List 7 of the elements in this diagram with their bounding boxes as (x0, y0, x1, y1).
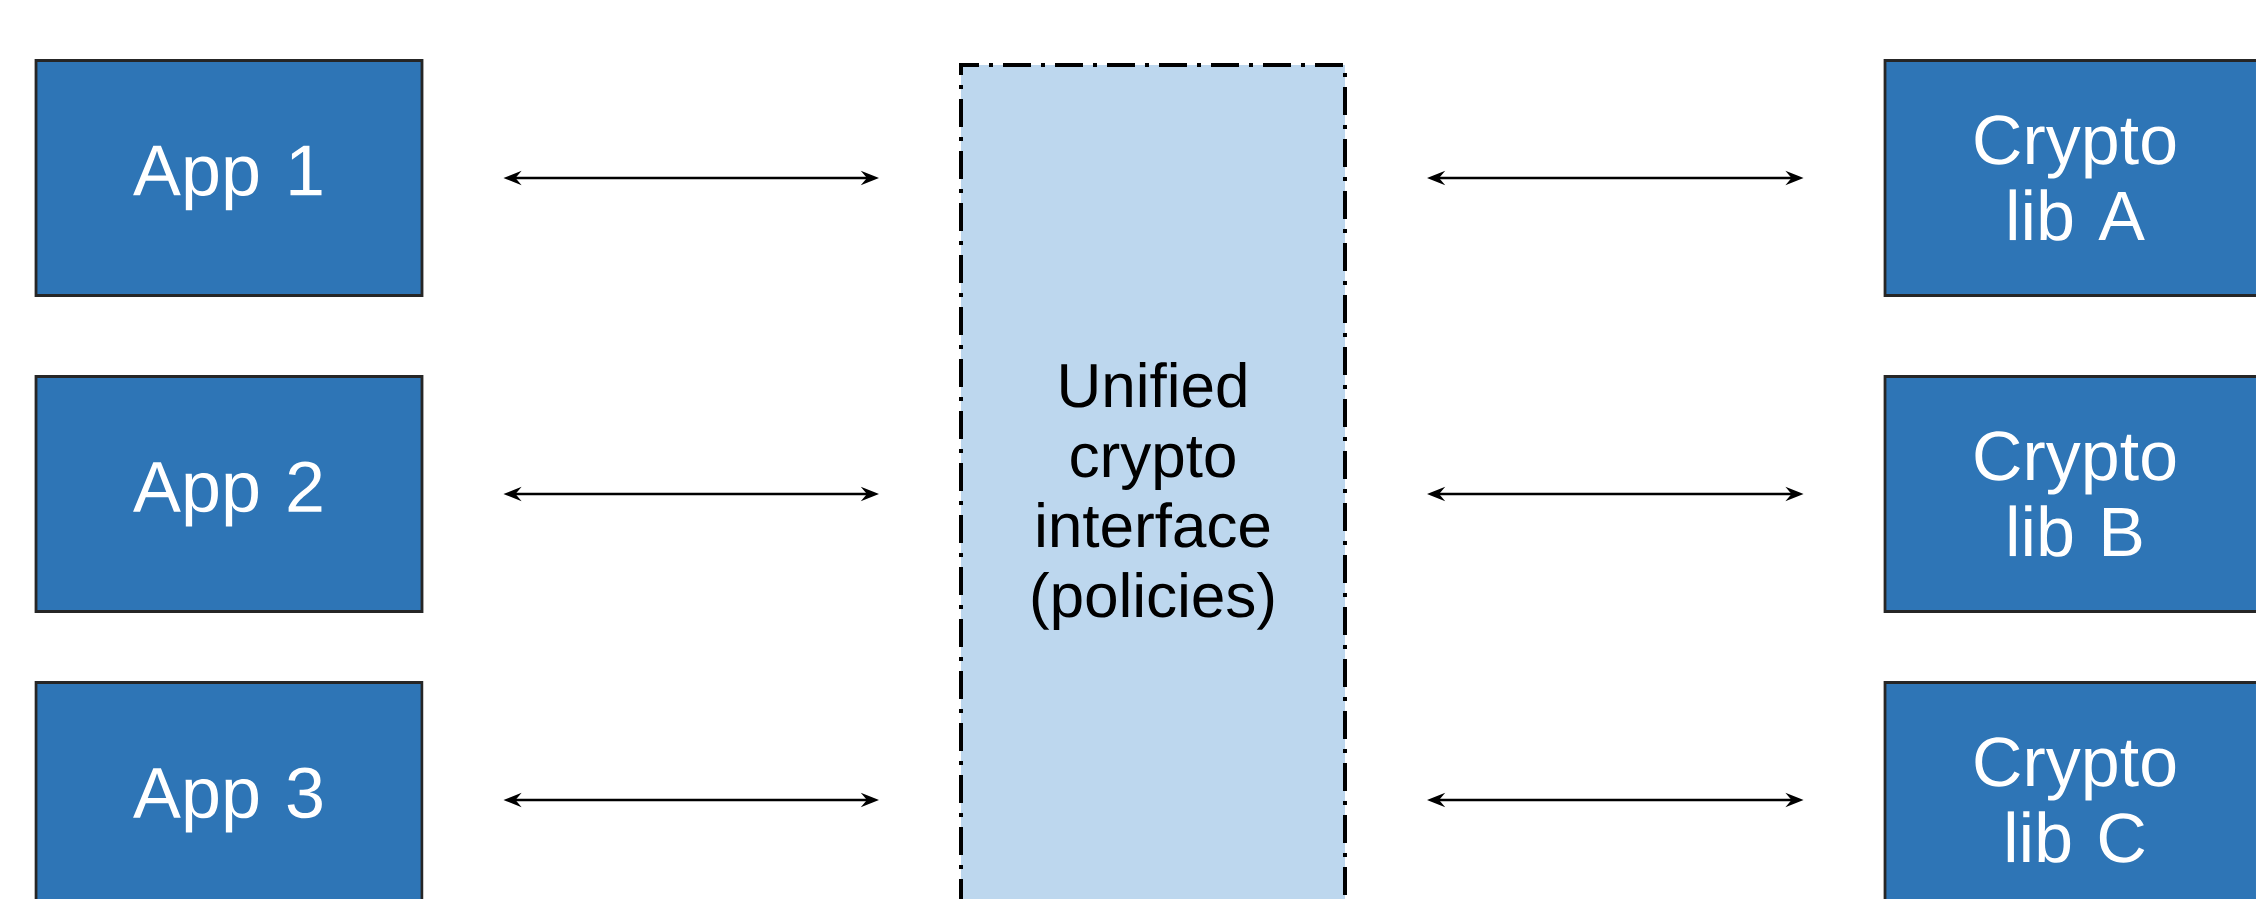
library-box: Crypto lib C (1883, 681, 2256, 899)
app-box: App 1 (34, 59, 424, 297)
app-box: App 3 (34, 681, 424, 899)
library-box: Crypto lib A (1883, 59, 2256, 297)
app-box: App 2 (34, 375, 424, 613)
library-box: Crypto lib B (1883, 375, 2256, 613)
interface-box: Unified crypto interface (policies) (959, 63, 1347, 899)
